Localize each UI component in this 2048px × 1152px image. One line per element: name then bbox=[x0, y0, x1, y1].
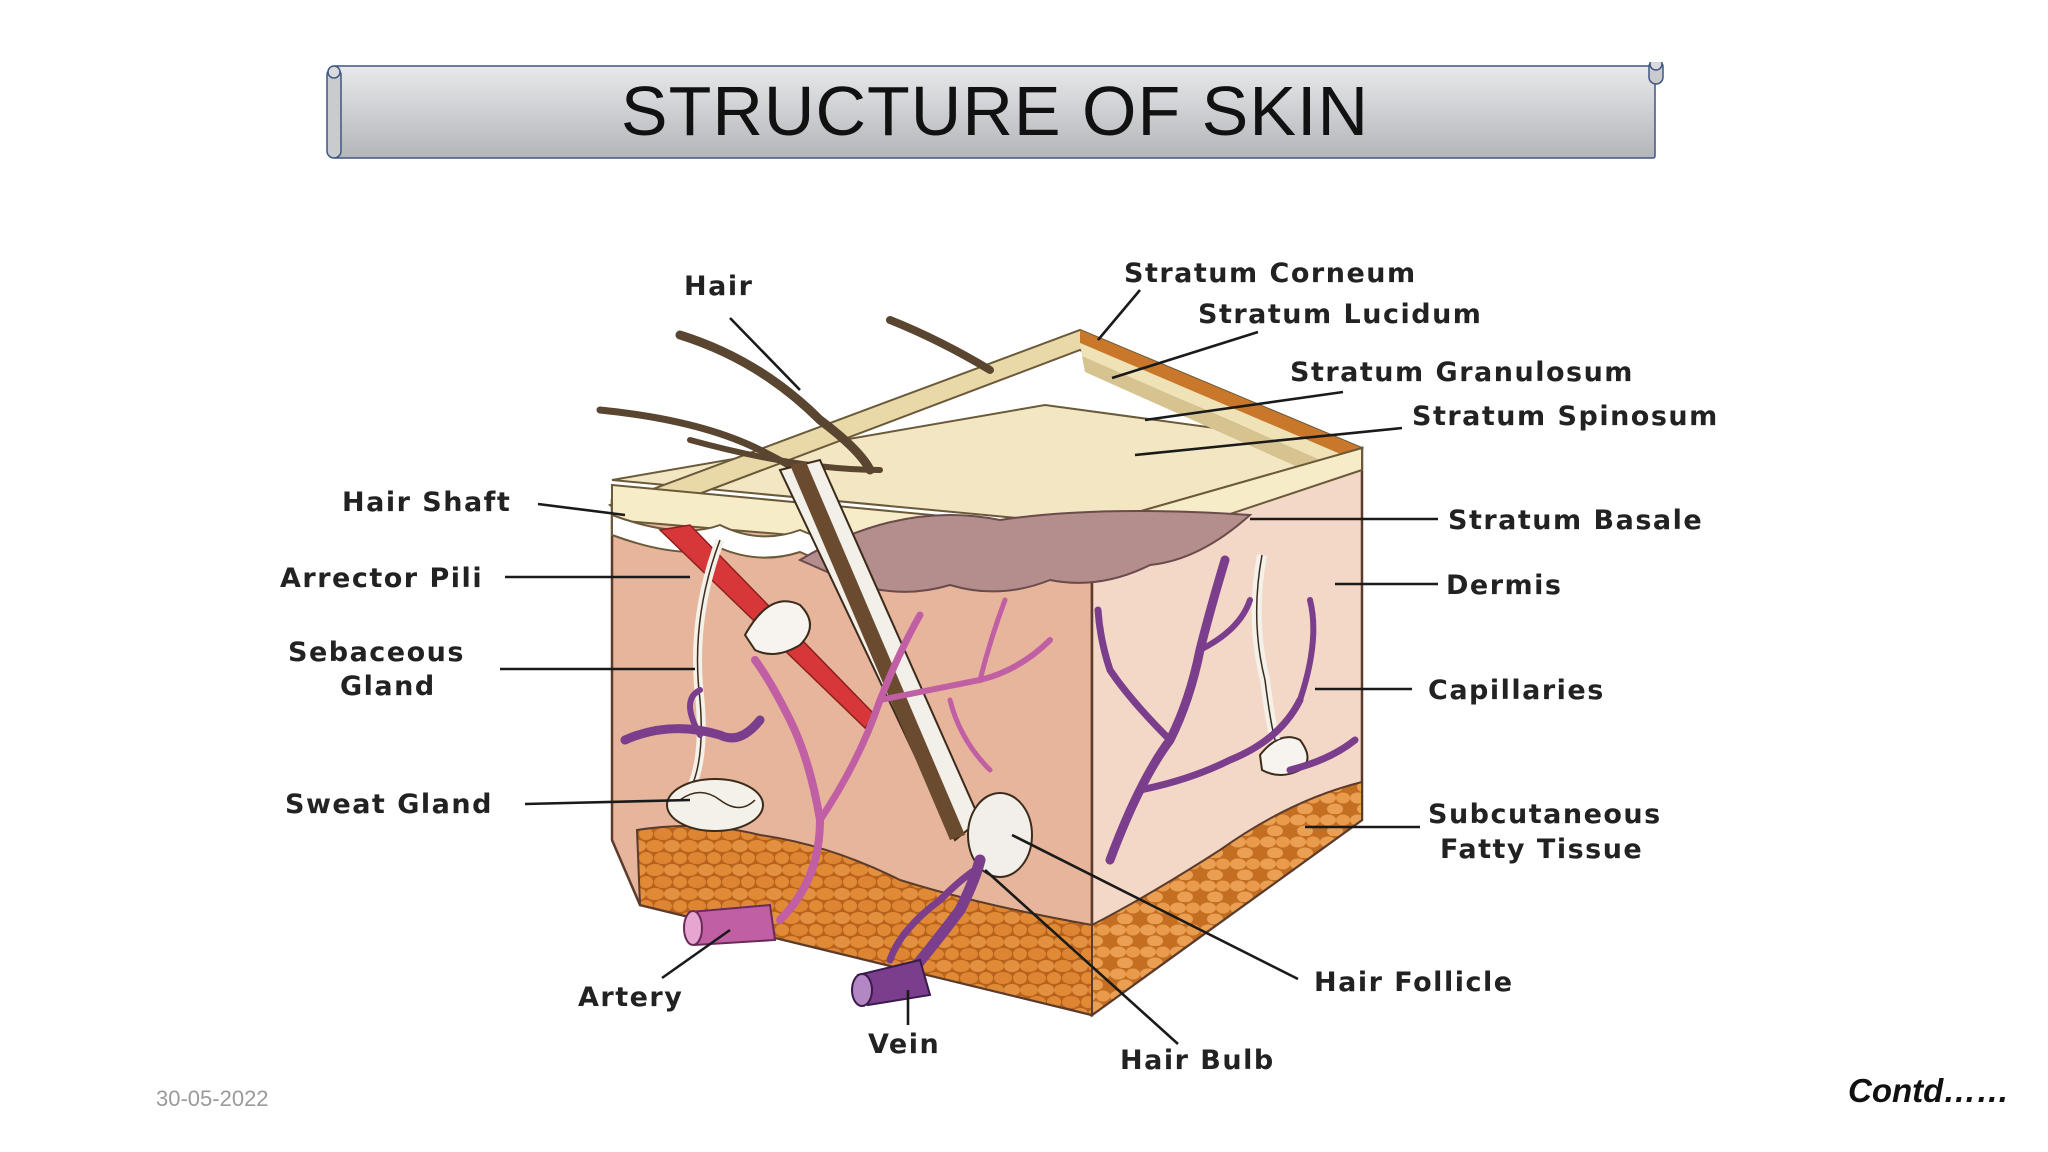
label-dermis: Dermis bbox=[1446, 570, 1563, 601]
label-sweat-gland: Sweat Gland bbox=[285, 789, 493, 820]
sweat-gland-coil bbox=[666, 778, 764, 832]
label-capillaries: Capillaries bbox=[1428, 675, 1605, 706]
label-vein: Vein bbox=[868, 1029, 940, 1060]
label-sebaceous: Sebaceous bbox=[288, 637, 465, 668]
hair-bulb-shape bbox=[967, 792, 1033, 878]
continued-text: Contd…… bbox=[1848, 1072, 2010, 1109]
label-artery: Artery bbox=[578, 982, 683, 1013]
label-gland: Gland bbox=[340, 671, 436, 702]
label-hair-follicle: Hair Follicle bbox=[1314, 967, 1514, 998]
sebaceous-gland-shape bbox=[743, 600, 811, 655]
label-stratum-corneum: Stratum Corneum bbox=[1124, 258, 1417, 289]
label-subcutaneous: Subcutaneous bbox=[1428, 799, 1662, 830]
leader-lines bbox=[500, 289, 1438, 1045]
label-arrector-pili: Arrector Pili bbox=[280, 563, 483, 594]
label-stratum-granulosum: Stratum Granulosum bbox=[1290, 357, 1634, 388]
diagram-labels: Hair Stratum Corneum Stratum Lucidum Str… bbox=[280, 258, 1719, 1076]
title-banner: STRUCTURE OF SKIN bbox=[325, 57, 1665, 160]
slide-date: 30-05-2022 bbox=[156, 1086, 269, 1111]
page-title: STRUCTURE OF SKIN bbox=[620, 72, 1370, 150]
label-stratum-basale: Stratum Basale bbox=[1448, 505, 1703, 536]
label-hair-shaft: Hair Shaft bbox=[342, 487, 511, 518]
label-fatty-tissue: Fatty Tissue bbox=[1440, 834, 1643, 865]
label-hair: Hair bbox=[684, 271, 753, 302]
label-hair-bulb: Hair Bulb bbox=[1120, 1045, 1275, 1076]
label-stratum-spinosum: Stratum Spinosum bbox=[1412, 401, 1719, 432]
label-stratum-lucidum: Stratum Lucidum bbox=[1198, 299, 1482, 330]
